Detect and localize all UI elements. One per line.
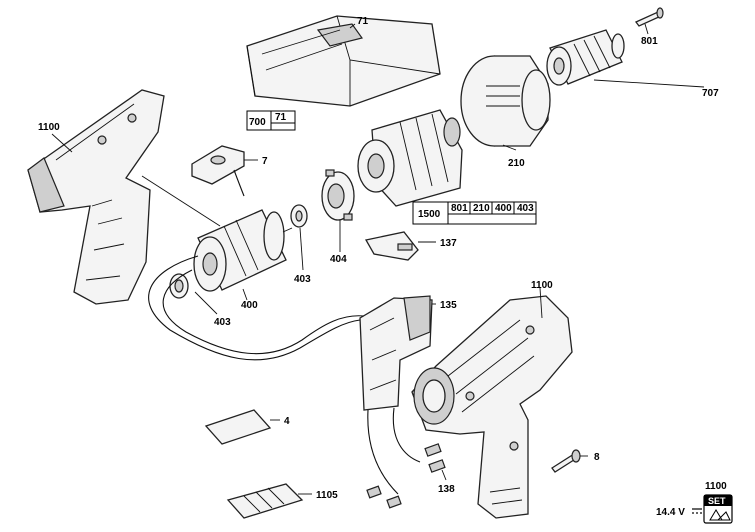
housing-half-right bbox=[411, 295, 573, 519]
callout-1100-right: 1100 bbox=[531, 280, 553, 291]
battery-contact-block bbox=[226, 483, 304, 519]
callout-1100-corner: 1100 bbox=[705, 481, 727, 492]
set-badge: SET bbox=[703, 494, 733, 524]
callout-404: 404 bbox=[330, 254, 347, 265]
callout-210: 210 bbox=[508, 158, 525, 169]
motor-bearing-front bbox=[290, 204, 308, 228]
case-table-cell: 71 bbox=[275, 112, 287, 123]
set-badge-text: SET bbox=[708, 496, 726, 506]
gearbox-table-cell: 403 bbox=[517, 203, 534, 214]
callout-403-rear: 403 bbox=[214, 317, 231, 328]
gearbox-table-key: 1500 bbox=[418, 209, 441, 220]
callout-801: 801 bbox=[641, 36, 658, 47]
gearbox-table-cell: 801 bbox=[451, 203, 468, 214]
callout-1100-top: 1100 bbox=[38, 122, 60, 133]
callout-8: 8 bbox=[594, 452, 600, 463]
callout-707: 707 bbox=[702, 88, 719, 99]
drive-motor bbox=[193, 209, 293, 292]
wire-connector bbox=[366, 443, 446, 509]
gearbox-table-cell: 210 bbox=[473, 203, 490, 214]
rating-label bbox=[204, 409, 272, 445]
callout-137: 137 bbox=[440, 238, 457, 249]
gearbox-table-cell: 400 bbox=[495, 203, 512, 214]
callout-138: 138 bbox=[438, 484, 455, 495]
keyless-chuck bbox=[546, 29, 625, 86]
callout-1105: 1105 bbox=[316, 490, 338, 501]
forward-reverse-button bbox=[364, 231, 419, 261]
motor-mount-ring bbox=[321, 169, 355, 221]
callout-403-front: 403 bbox=[294, 274, 311, 285]
direction-switch-cover bbox=[191, 145, 245, 197]
gearbox-reference-table: 1500 801 210 400 403 bbox=[412, 201, 537, 225]
trigger-switch bbox=[359, 295, 433, 411]
case-table-key: 700 bbox=[249, 117, 266, 128]
callout-4: 4 bbox=[284, 416, 290, 427]
callout-400: 400 bbox=[241, 300, 258, 311]
callout-71: 71 bbox=[357, 16, 369, 27]
housing-half-left bbox=[27, 89, 165, 305]
callout-135: 135 bbox=[440, 300, 457, 311]
dc-symbol-icon bbox=[692, 508, 702, 514]
planetary-gearbox bbox=[357, 109, 463, 207]
voltage-label: 14.4 V bbox=[656, 507, 685, 518]
left-hand-screw bbox=[634, 7, 664, 27]
motor-wire-harness bbox=[148, 255, 421, 495]
case-reference-table: 700 71 bbox=[246, 110, 296, 131]
carry-case bbox=[246, 15, 441, 107]
housing-screw bbox=[551, 449, 581, 473]
callout-7: 7 bbox=[262, 156, 268, 167]
gear-housing-cover bbox=[460, 55, 551, 147]
